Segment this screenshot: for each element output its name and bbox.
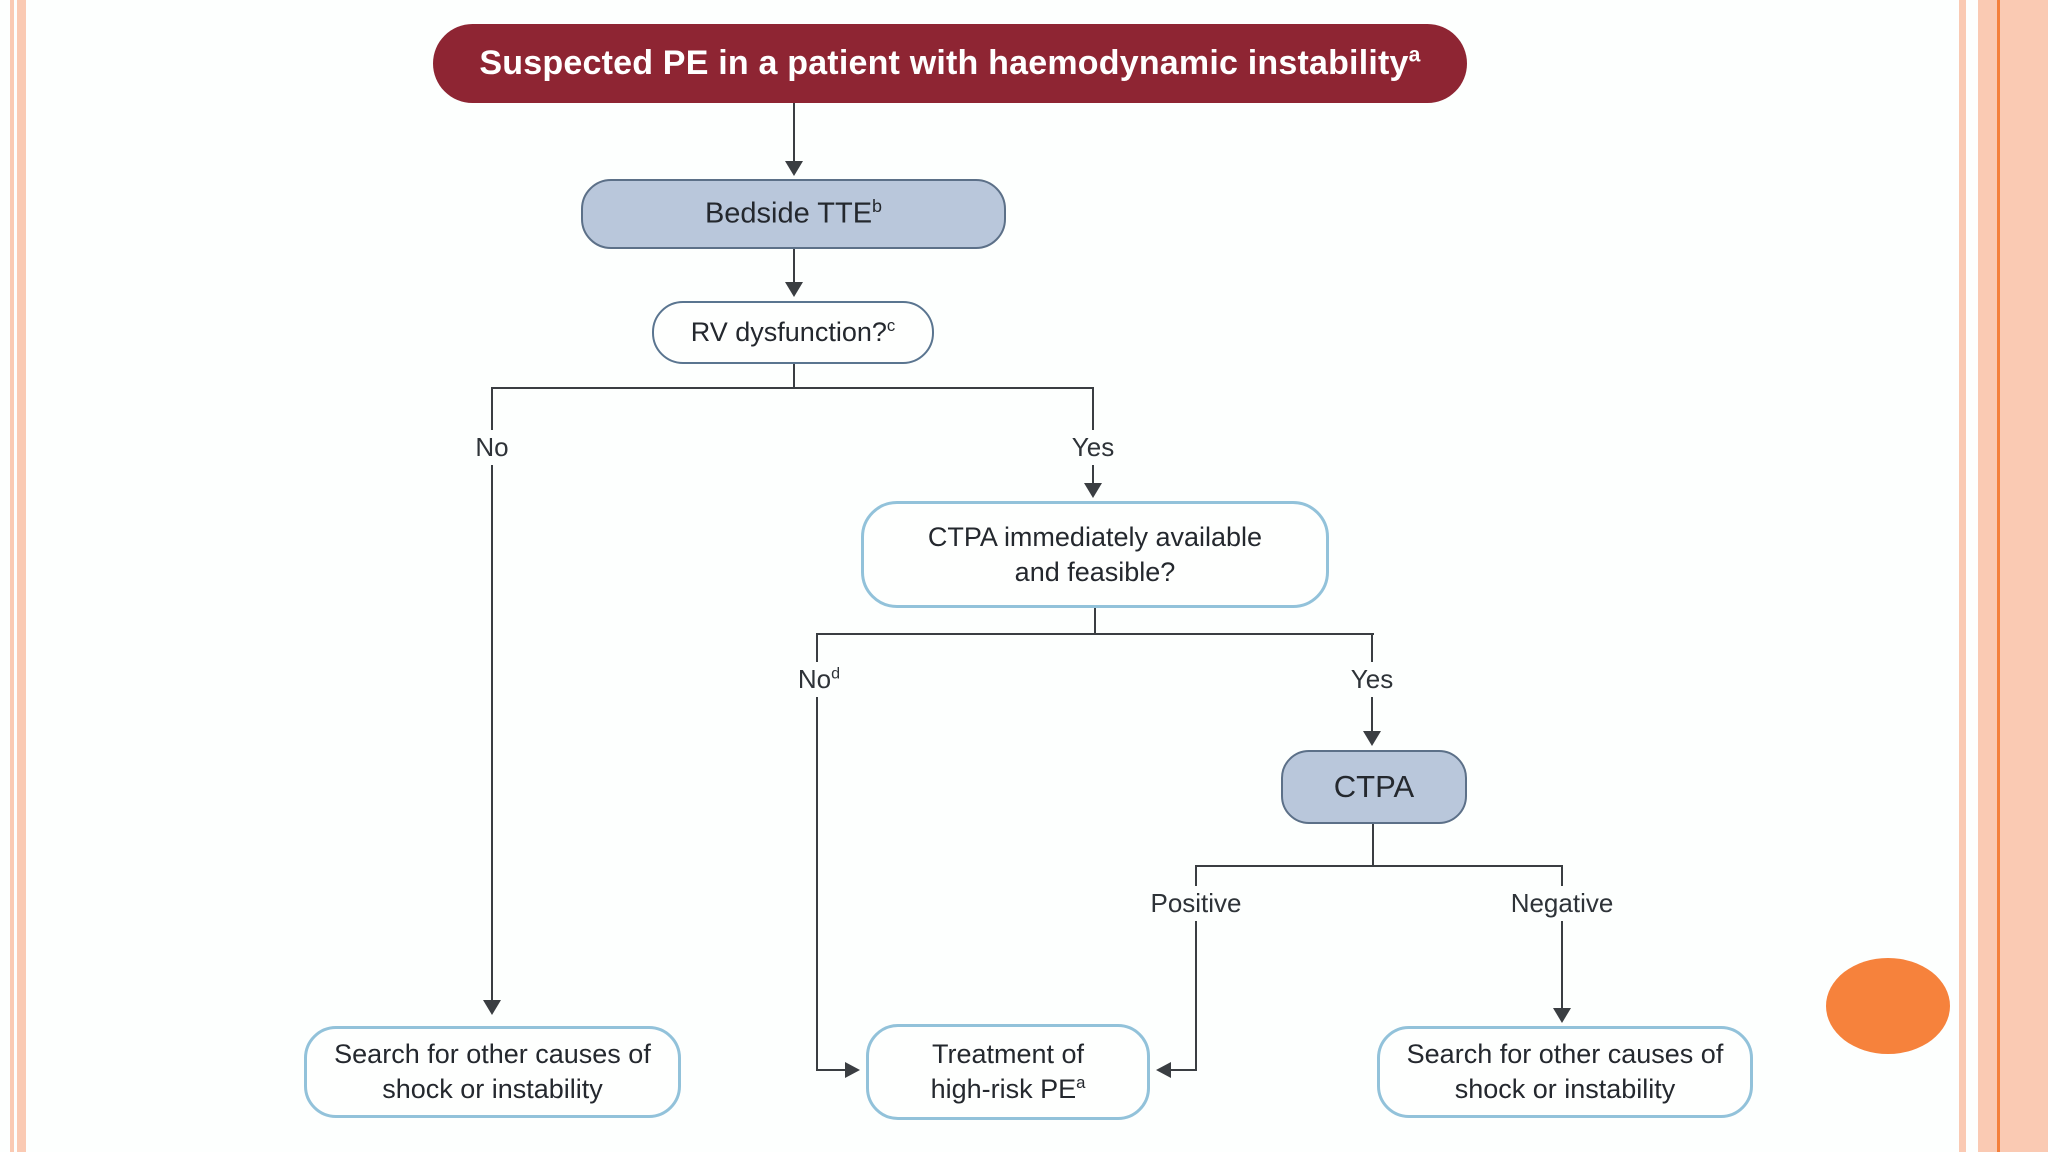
node-treatment-high-risk-pe: Treatment of high-risk PEa — [866, 1024, 1150, 1120]
node-ctpa-available-line2: and feasible? — [1014, 556, 1176, 587]
node-search-other-causes-left: Search for other causes of shock or inst… — [304, 1026, 681, 1118]
node-rv-dysfunction: RV dysfunction?c — [652, 301, 934, 364]
connector-positive-drop — [1195, 865, 1197, 1071]
node-bedside-tte: Bedside TTEb — [581, 179, 1006, 249]
node-search-other-causes-right: Search for other causes of shock or inst… — [1377, 1026, 1753, 1118]
label-rv-yes: Yes — [1062, 430, 1124, 465]
node-search-left-line2: shock or instability — [382, 1074, 603, 1104]
node-ctpa-available: CTPA immediately available and feasible? — [861, 501, 1329, 608]
node-search-left-line1: Search for other causes of — [334, 1039, 651, 1070]
arrowhead-negative — [1553, 1008, 1571, 1023]
node-ctpa: CTPA — [1281, 750, 1467, 824]
connector-avail-branch-horizontal — [817, 633, 1374, 635]
node-ctpa-available-line1: CTPA immediately available — [927, 521, 1263, 552]
arrowhead-positive — [1156, 1062, 1171, 1078]
left-frame-stripe-thin — [10, 0, 14, 1152]
connector-avail-to-branch — [1094, 608, 1096, 634]
node-search-right-line2: shock or instability — [1454, 1074, 1676, 1104]
label-negative: Negative — [1501, 886, 1623, 921]
arrowhead-title-to-tte — [785, 161, 803, 176]
node-treatment-line1: Treatment of — [931, 1039, 1085, 1070]
left-frame-stripe-wide — [17, 0, 26, 1152]
node-treatment-line2: high-risk PEa — [930, 1073, 1086, 1104]
connector-rv-branch-horizontal — [492, 387, 1094, 389]
arrowhead-tte-to-rv — [785, 282, 803, 297]
node-rv-dysfunction-label: RV dysfunction?c — [690, 316, 896, 348]
label-avail-yes: Yes — [1341, 662, 1403, 697]
connector-ctpa-to-branch — [1372, 824, 1374, 866]
node-suspected-pe: Suspected PE in a patient with haemodyna… — [433, 24, 1467, 103]
connector-positive-elbow — [1171, 1069, 1197, 1071]
node-bedside-tte-label: Bedside TTEb — [704, 196, 883, 230]
connector-avail-no-elbow — [817, 1069, 847, 1071]
right-frame-stripe-thin — [1959, 0, 1966, 1152]
connector-avail-no-drop — [816, 633, 818, 1071]
connector-negative-drop — [1561, 865, 1563, 1010]
arrowhead-avail-yes — [1363, 731, 1381, 746]
connector-rv-no-drop — [491, 387, 493, 1002]
node-search-right-line1: Search for other causes of — [1406, 1039, 1724, 1070]
arrowhead-rv-no — [483, 1000, 501, 1015]
arrowhead-avail-no — [845, 1062, 860, 1078]
right-frame-accent-line — [1997, 0, 2000, 1152]
connector-title-to-tte — [793, 103, 795, 161]
node-suspected-pe-label: Suspected PE in a patient with haemodyna… — [479, 43, 1421, 82]
label-positive: Positive — [1141, 886, 1251, 921]
node-ctpa-label: CTPA — [1333, 769, 1415, 805]
connector-rv-to-branch — [793, 364, 795, 388]
right-frame-stripe-wide — [1978, 0, 1997, 1152]
right-frame-band — [2000, 0, 2048, 1152]
orange-ellipse-decoration — [1826, 958, 1950, 1054]
label-rv-no: No — [466, 430, 518, 465]
connector-ctpa-branch-horizontal — [1196, 865, 1563, 867]
label-avail-no: Nod — [788, 662, 850, 697]
connector-tte-to-rv — [793, 249, 795, 283]
arrowhead-rv-yes — [1084, 483, 1102, 498]
